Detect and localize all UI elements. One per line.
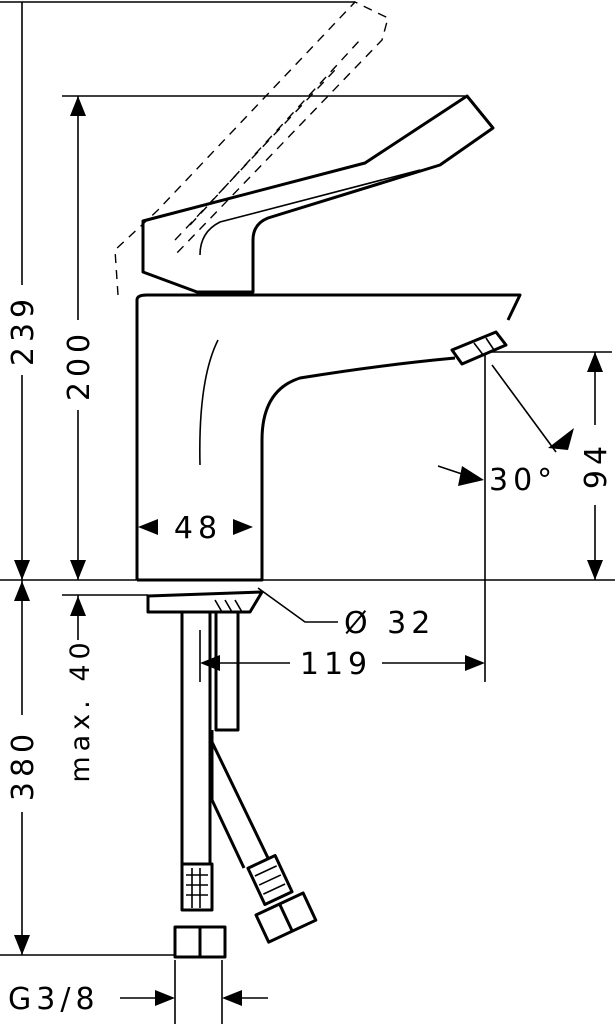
dimension-94: 94 [579, 352, 614, 580]
arrowhead [233, 519, 253, 535]
arrowhead [222, 990, 242, 1006]
hose-fitting [180, 862, 214, 912]
arrowhead [14, 560, 30, 580]
dim-max-40-label: max. 40 [65, 637, 96, 782]
dim-32-label: Ø 32 [344, 606, 435, 641]
arrowhead [587, 560, 603, 580]
dimension-239: 239 [6, 2, 41, 580]
dimension-max-40: max. 40 [65, 595, 96, 783]
dimension-48: 48 [138, 511, 253, 546]
dim-200-label: 200 [62, 329, 97, 401]
arrowhead [458, 466, 484, 486]
dimension-g38: G3/8 [8, 982, 268, 1017]
arrowhead [70, 560, 86, 580]
supply-pipes [173, 610, 318, 959]
supply-pipe-right [214, 610, 240, 732]
dimension-30-degree: 30° [437, 364, 574, 498]
faucet-body [135, 293, 522, 582]
dim-119-label: 119 [300, 647, 372, 682]
mounting-hardware [146, 590, 264, 614]
dimension-119: 119 [200, 647, 485, 682]
dim-380-label: 380 [6, 729, 41, 801]
thread-label: G3/8 [8, 982, 100, 1017]
arrowhead [155, 990, 175, 1006]
dim-94-label: 94 [579, 441, 614, 489]
arrowhead [70, 596, 86, 616]
dimension-380: 380 [6, 580, 41, 955]
dim-239-label: 239 [6, 294, 41, 366]
dimension-diameter-32: Ø 32 [257, 587, 435, 641]
lever-raised-outline [114, 1, 389, 296]
arrowhead [138, 519, 158, 535]
angle-label: 30° [489, 463, 557, 498]
lever-handle [141, 94, 495, 294]
arrowhead [465, 655, 485, 671]
arrowhead [14, 581, 30, 601]
dimension-200: 200 [62, 96, 97, 580]
arrowhead [70, 96, 86, 116]
aerator [450, 330, 508, 366]
arrowhead [14, 935, 30, 955]
arrowhead [587, 352, 603, 372]
hose-fitting [246, 854, 294, 906]
supply-pipe-left [180, 610, 212, 866]
arrowhead [548, 428, 574, 450]
dim-48-label: 48 [174, 511, 222, 546]
